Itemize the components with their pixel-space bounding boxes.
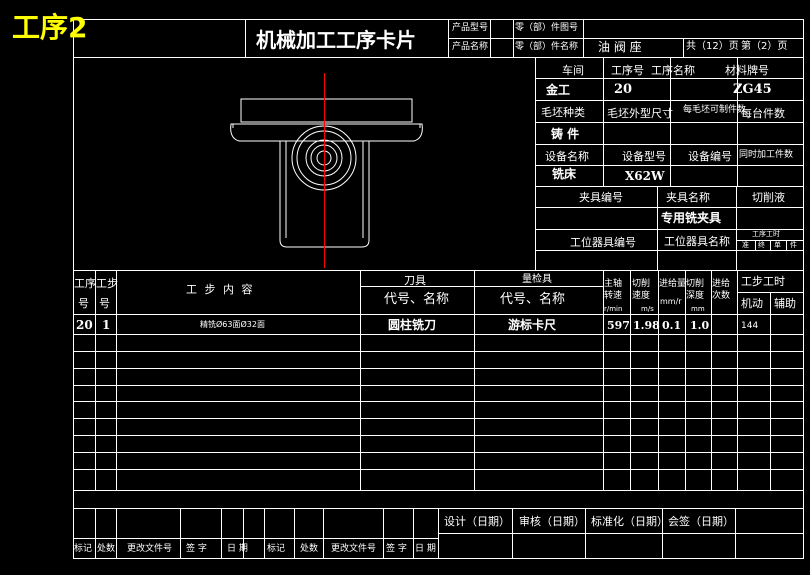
row-depth: 1.0 — [690, 319, 710, 332]
equip-name-value: 铣床 — [552, 167, 577, 181]
col-speed-unit: r/min — [604, 305, 623, 313]
row-content: 精铣Ø63面Ø32面 — [200, 320, 265, 329]
equip-name-label: 设备名称 — [545, 150, 589, 163]
rev-mark-label: 标记 — [74, 544, 93, 554]
standard-label: 标准化（日期） — [591, 515, 668, 528]
design-label: 设计（日期） — [444, 515, 510, 528]
col-passes-label: 进给次数 — [712, 279, 731, 301]
col-step-label-2: 号 — [99, 297, 110, 310]
col-hours-label: 工步工时 — [741, 275, 785, 288]
per-blank-label: 每毛坯可制件数 — [683, 105, 747, 115]
col-gauge-sub: 代号、名称 — [500, 292, 566, 307]
part-name-value: 油 阀 座 — [598, 40, 642, 54]
equip-model-value: X62W — [625, 169, 665, 183]
hours-label: 工序工时 — [752, 230, 780, 238]
col-tool-label: 刀具 — [404, 274, 426, 287]
process-name-label: 工序名称 — [651, 64, 695, 77]
review-label: 审核（日期） — [519, 515, 585, 528]
rev-count-label-2: 处数 — [300, 544, 319, 554]
simul-label: 同时加工件数 — [739, 150, 794, 160]
row-cut-speed: 1.98 — [633, 319, 660, 332]
part-name-label: 零（部）件名称 — [515, 42, 579, 52]
row-gauge: 游标卡尺 — [508, 318, 557, 332]
hours-sub-4: 件 — [790, 241, 797, 249]
row-step: 1 — [102, 318, 111, 332]
hours-sub-2: 终 — [758, 241, 765, 249]
page-no: 第（2）页 — [741, 41, 788, 52]
material-label: 材料牌号 — [725, 64, 769, 77]
product-name-label: 产品名称 — [452, 42, 489, 52]
process-tag: 工序2 — [12, 11, 88, 44]
col-feed-label: 进给量 — [659, 279, 687, 289]
fixture-name-label: 夹具名称 — [666, 191, 710, 204]
col-depth-label: 切削深度 — [686, 279, 705, 301]
equip-model-label: 设备型号 — [622, 150, 666, 163]
per-unit-label: 每台件数 — [741, 107, 785, 120]
rev-count-label: 处数 — [97, 544, 116, 554]
hours-sub-1: 准 — [742, 241, 749, 249]
part-sketch — [230, 98, 423, 248]
col-machine-label: 机动 — [741, 297, 763, 310]
col-tool-sub: 代号、名称 — [384, 292, 450, 307]
rev-change-doc-label-2: 更改文件号 — [331, 544, 377, 554]
rev-date-label-2: 日 期 — [415, 544, 436, 554]
col-cut-speed-label: 切削速度 — [632, 279, 651, 301]
col-process-label-2: 号 — [78, 297, 89, 310]
station-tool-name-label: 工位器具名称 — [664, 235, 730, 248]
rev-change-doc-label: 更改文件号 — [127, 544, 173, 554]
col-gauge-label: 量检具 — [522, 274, 552, 285]
total-pages: 共（12）页 — [686, 41, 739, 52]
col-aux-label: 辅助 — [774, 297, 796, 310]
col-cut-speed-unit: m/s — [641, 305, 654, 313]
fixture-name-value: 专用铣夹具 — [661, 211, 722, 225]
coolant-label: 切削液 — [752, 191, 785, 204]
workshop-value: 金工 — [546, 83, 571, 97]
station-tool-no-label: 工位器具编号 — [570, 236, 636, 249]
col-depth-unit: mm — [691, 305, 705, 313]
col-feed-unit: mm/r — [660, 297, 682, 306]
rev-sign-label: 签 字 — [186, 544, 207, 554]
row-process: 20 — [76, 318, 93, 332]
row-speed: 597 — [607, 319, 630, 332]
process-no-value: 20 — [614, 82, 633, 97]
signoff-label: 会签（日期） — [668, 515, 734, 528]
equip-no-label: 设备编号 — [688, 150, 732, 163]
blank-type-value: 铸 件 — [551, 127, 580, 141]
blank-type-label: 毛坯种类 — [541, 106, 585, 119]
col-content-label: 工 步 内 容 — [186, 283, 255, 296]
product-model-label: 产品型号 — [452, 23, 489, 33]
part-drawing-no-label: 零（部）件图号 — [515, 23, 579, 33]
fixture-no-label: 夹具编号 — [579, 191, 623, 204]
row-feed: 0.1 — [662, 319, 682, 332]
row-machine: 144 — [741, 321, 759, 331]
col-process-label: 工序 — [74, 277, 96, 290]
col-speed-label: 主轴转速 — [604, 279, 623, 301]
rev-date-label: 日 期 — [227, 544, 248, 554]
rev-mark-label-2: 标记 — [267, 544, 286, 554]
workshop-label: 车间 — [562, 64, 584, 77]
material-value: ZG45 — [733, 82, 772, 97]
col-step-label: 工步 — [96, 277, 118, 290]
process-no-label: 工序号 — [611, 64, 644, 77]
rev-sign-label-2: 签 字 — [386, 544, 407, 554]
card-title: 机械加工工序卡片 — [256, 28, 416, 52]
blank-size-label: 毛坯外型尺寸 — [607, 107, 673, 120]
hours-sub-3: 单 — [774, 241, 781, 249]
row-tool: 圆柱铣刀 — [388, 318, 437, 332]
